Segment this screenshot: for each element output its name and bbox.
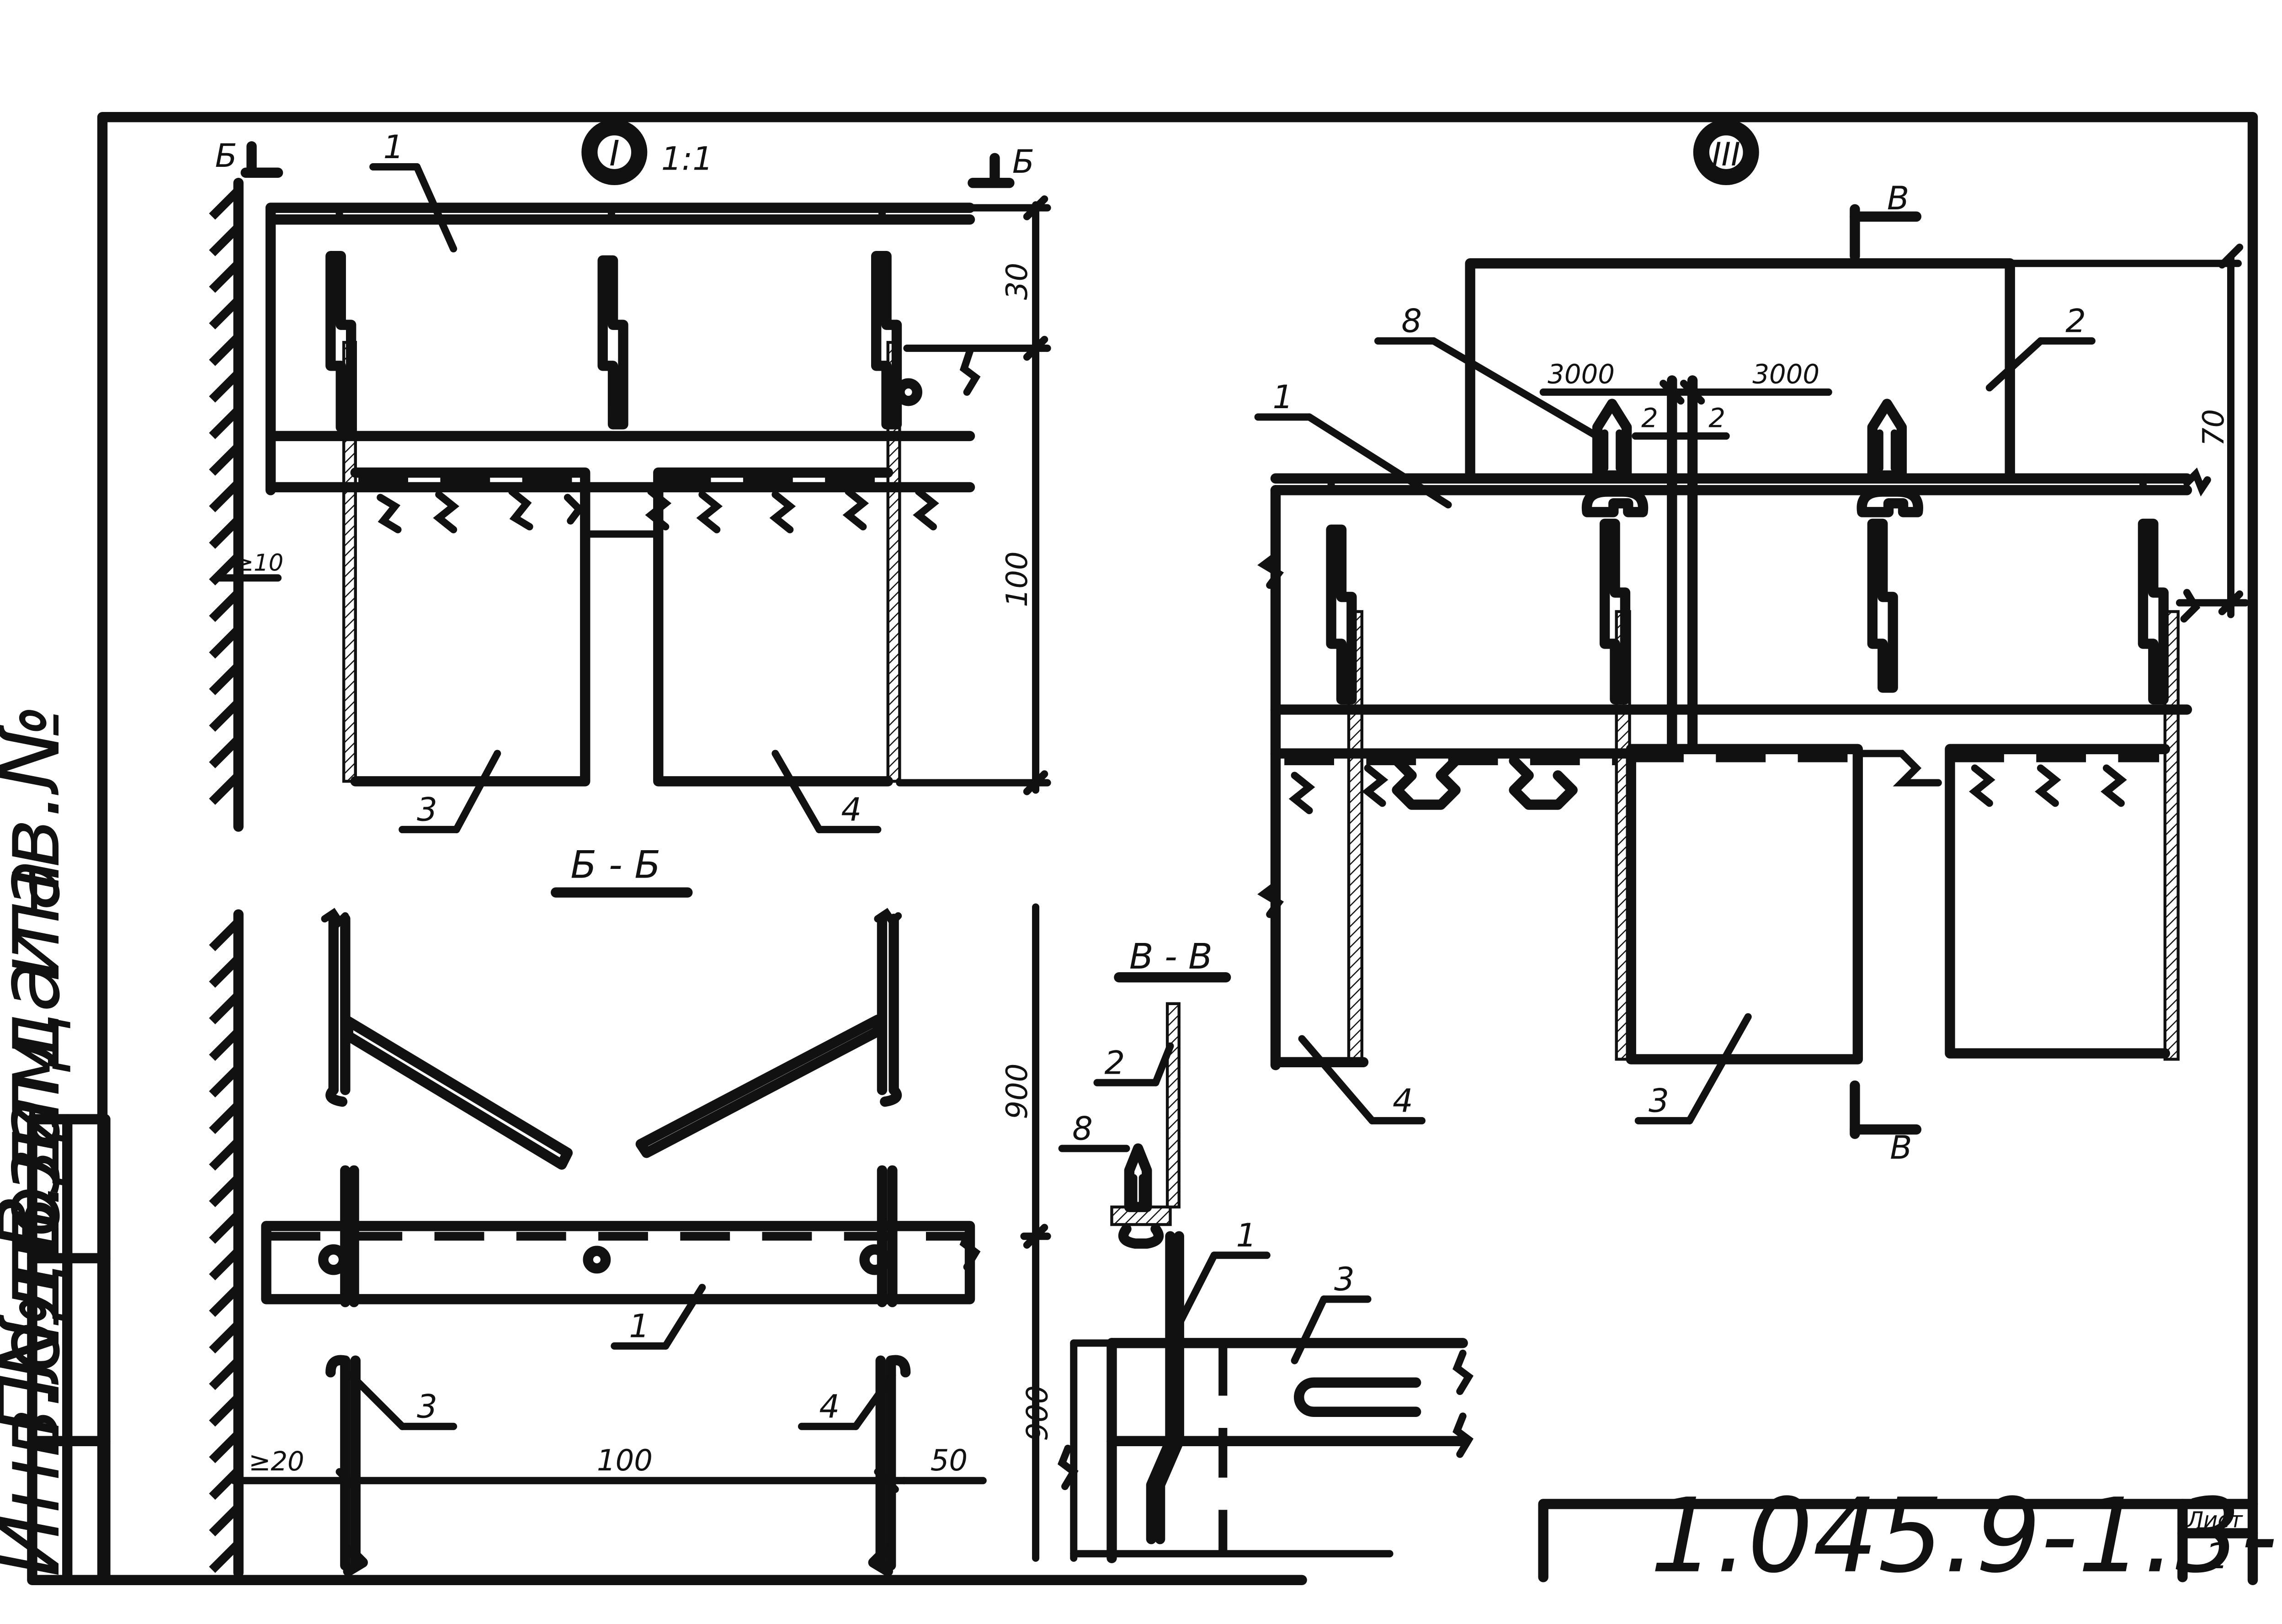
svg-text:3000: 3000 (1548, 359, 1615, 390)
view-one: I 1:1 Б Б (209, 119, 1051, 833)
cut-marker-top: В (1850, 180, 1922, 261)
svg-text:1: 1 (383, 128, 404, 166)
section-bb-title: Б - Б (570, 843, 660, 887)
view-three-marker: III (1693, 119, 1759, 186)
leaders-view-one: 1 3 4 (369, 128, 882, 833)
dim-gap-view-one: ≥10 (216, 549, 283, 582)
view-one-scale: 1:1 (661, 140, 713, 177)
view-one-marker-text: I (609, 133, 620, 174)
v3-panel-3 (1615, 610, 1863, 1065)
wall-left-bb (209, 909, 244, 1578)
bb-post-left (321, 908, 368, 1576)
leaders-view-three: 8 1 2 4 3 (1254, 303, 2096, 1124)
svg-text:1: 1 (1236, 1217, 1257, 1254)
stamp-cell-inv-orig: Инв.№подл. (0, 1046, 79, 1577)
cut-marker-right: Б (968, 143, 1034, 188)
svg-text:3: 3 (417, 791, 437, 829)
side-stamp: Инв.№подл. Подп. и дата Взам. инв.№ (0, 703, 111, 1586)
svg-text:70: 70 (2197, 409, 2231, 446)
svg-text:4: 4 (841, 791, 862, 829)
svg-text:2: 2 (1641, 403, 1658, 434)
v3-screw-left (1581, 399, 1649, 517)
vv-profile-2 (1165, 1002, 1181, 1209)
svg-text:3: 3 (417, 1388, 437, 1426)
vv-screw-8 (1124, 1143, 1152, 1212)
stamp-cell-inv-repl: Взам. инв.№ (0, 703, 79, 1252)
svg-text:2: 2 (1708, 403, 1725, 434)
svg-text:900: 900 (1000, 1063, 1034, 1119)
panel-4 (581, 467, 939, 787)
svg-text:1: 1 (629, 1308, 649, 1345)
bb-profile-1 (261, 1221, 981, 1305)
svg-text:50: 50 (931, 1444, 968, 1478)
cut-marker-left: Б (215, 137, 283, 178)
rail-profile (265, 202, 975, 495)
leaders-bb: 1 3 4 (347, 1283, 896, 1430)
v3-panel-4 (1275, 610, 1617, 1068)
v3-panel-right (1854, 610, 2180, 1061)
svg-text:1: 1 (1273, 378, 1293, 416)
svg-text:В: В (1890, 1129, 1912, 1166)
dim-chain-vv: 900 (1021, 1339, 1394, 1562)
vv-panel-3 (1070, 1338, 1474, 1564)
dim-chain-view-three: 70 3000 3000 2 2 (1539, 244, 2249, 618)
view-one-marker: I 1:1 (581, 119, 713, 186)
svg-text:100: 100 (597, 1444, 653, 1478)
vv-clip (1110, 1205, 1172, 1226)
drawing-code: 1.045.9-1.3-1 04.00.00СБ (1650, 1476, 2282, 1596)
svg-text:2: 2 (2065, 303, 2086, 340)
svg-text:≥20: ≥20 (249, 1446, 304, 1477)
svg-text:3000: 3000 (1752, 359, 1819, 390)
wall-left (209, 178, 244, 832)
sheet-frame (97, 112, 2258, 1586)
svg-text:Б: Б (215, 137, 237, 175)
svg-text:4: 4 (1393, 1082, 1413, 1120)
section-vv-title: В - В (1129, 937, 1213, 977)
svg-text:3: 3 (1334, 1261, 1355, 1298)
svg-text:В: В (1887, 180, 1909, 217)
panel-edge-3 (342, 341, 357, 783)
stamp-cell-sign-date: Подп. и дата (0, 859, 79, 1437)
sheet-label: Лист (2186, 1507, 2244, 1533)
view-three-marker-text: III (1712, 136, 1740, 173)
hanger-tabs (325, 251, 902, 432)
svg-text:8: 8 (1072, 1110, 1093, 1147)
bb-braces (343, 1014, 883, 1170)
cut-marker-bottom: В (1850, 1080, 1922, 1166)
panel-3 (350, 467, 590, 787)
panel-edge-4 (886, 341, 901, 783)
dim-chain-bb: 900 ≥20 100 50 (230, 903, 1051, 1562)
svg-text:Б: Б (1012, 143, 1034, 181)
svg-text:100: 100 (1000, 551, 1034, 607)
svg-text:900: 900 (1021, 1385, 1055, 1441)
sheet-number: 2 (2206, 1536, 2229, 1577)
svg-text:2: 2 (1104, 1044, 1125, 1081)
view-three: III В В (1254, 119, 2249, 1166)
svg-text:30: 30 (1000, 263, 1034, 300)
dim-chain-view-one: 30 100 (896, 195, 1051, 795)
v3-hanger-tabs (1326, 518, 2169, 705)
svg-text:8: 8 (1401, 303, 1422, 340)
title-block: 1.045.9-1.3-1 04.00.00СБ Лист 2 (1538, 1476, 2282, 1596)
leaders-vv: 2 8 1 3 (1058, 1042, 1372, 1364)
section-vv: В - В 900 (1021, 937, 1474, 1564)
section-bb-title-group: Б - Б (551, 843, 693, 898)
section-bb: 900 ≥20 100 50 1 3 4 (209, 903, 1051, 1578)
svg-text:≥10: ≥10 (234, 549, 283, 576)
svg-text:3: 3 (1649, 1082, 1669, 1120)
v3-screw-right (1856, 399, 1923, 517)
svg-text:4: 4 (819, 1388, 840, 1426)
